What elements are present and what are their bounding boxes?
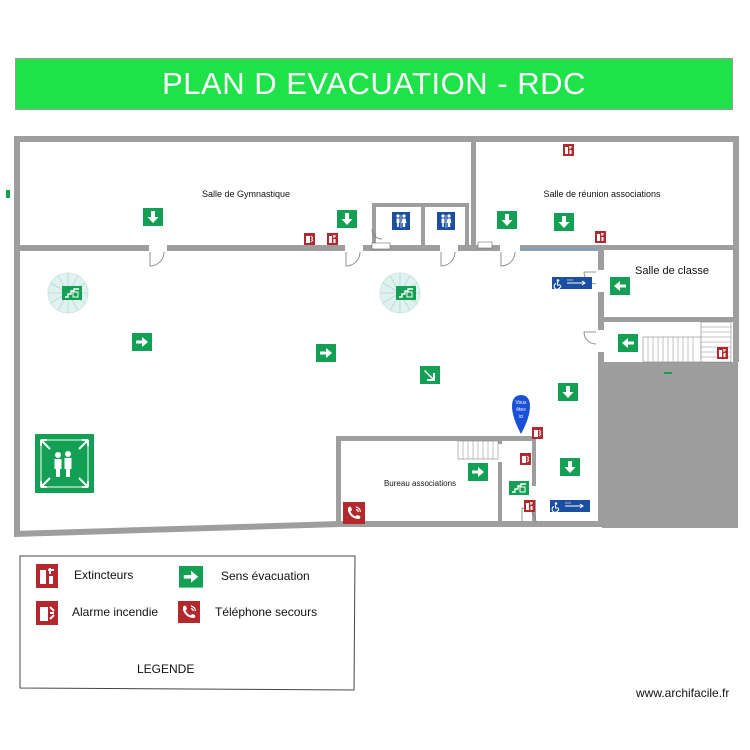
staircase-office — [457, 440, 499, 460]
extinguisher-icon — [594, 230, 607, 244]
marker-text-line1: Vous — [515, 400, 527, 406]
legend: Extincteurs Sens évacuation Alarme incen… — [19, 555, 356, 691]
evacuation-arrow-down — [143, 208, 163, 226]
restroom-icon — [391, 211, 411, 231]
room-label-gym: Salle de Gymnastique — [202, 189, 290, 199]
extinguisher-icon — [523, 499, 536, 513]
accessibility-exit-sign — [551, 276, 593, 290]
you-are-here-marker: Vous êtes ici — [512, 395, 530, 434]
fire-alarm-icon — [519, 452, 532, 466]
evacuation-arrow-left — [610, 277, 630, 295]
evacuation-arrow-down — [558, 383, 578, 401]
evacuation-arrow-down — [337, 210, 357, 228]
grey-area-marker — [664, 372, 672, 374]
legend-evacuation-label: Sens évacuation — [221, 569, 310, 583]
evacuation-arrow-down — [554, 213, 574, 231]
switch-box — [477, 241, 493, 249]
stair-exit-icon — [61, 285, 83, 301]
legend-fire-alarm-label: Alarme incendie — [72, 605, 158, 619]
stair-exit-icon — [395, 285, 417, 301]
legend-emergency-phone-icon — [177, 600, 201, 624]
legend-extinguisher-icon — [35, 563, 59, 589]
marker-text-line2: êtes — [516, 407, 526, 413]
fire-alarm-icon — [303, 232, 316, 246]
evacuation-arrow-right — [132, 333, 152, 351]
extinguisher-icon — [716, 346, 729, 360]
marker-text-line3: ici — [519, 414, 524, 420]
extinguisher-icon — [562, 143, 575, 157]
doorbell-box — [371, 242, 391, 250]
room-label-classroom: Salle de classe — [635, 265, 709, 277]
legend-fire-alarm-icon — [35, 600, 59, 626]
evacuation-arrow-right — [468, 463, 488, 481]
emergency-phone-icon — [342, 501, 366, 525]
room-label-office: Bureau associations — [384, 479, 456, 488]
assembly-point-icon — [35, 434, 94, 493]
footer-url: www.archifacile.fr — [636, 686, 730, 700]
restroom-icon — [436, 211, 456, 231]
accessibility-exit-sign — [549, 499, 591, 513]
fire-alarm-icon — [531, 426, 544, 440]
legend-title: LEGENDE — [137, 662, 194, 676]
evacuation-arrow-down — [497, 211, 517, 229]
legend-emergency-phone-label: Téléphone secours — [215, 605, 317, 619]
walls — [6, 136, 739, 537]
door-openings — [149, 244, 606, 500]
evacuation-arrow-right — [316, 344, 336, 362]
grey-area — [602, 362, 738, 528]
legend-extinguishers-label: Extincteurs — [74, 568, 133, 582]
door-swings — [149, 228, 597, 523]
evacuation-arrow-left — [618, 334, 638, 352]
legend-evacuation-icon — [179, 566, 203, 588]
extinguisher-icon — [326, 232, 339, 246]
plan-title: PLAN D EVACUATION - RDC — [162, 66, 586, 101]
room-label-meeting: Salle de réunion associations — [543, 189, 661, 199]
stair-exit-icon — [508, 480, 530, 496]
evacuation-arrow-down — [560, 458, 580, 476]
title-banner: PLAN D EVACUATION - RDC — [15, 58, 733, 110]
evacuation-arrow-diagonal — [420, 366, 440, 384]
